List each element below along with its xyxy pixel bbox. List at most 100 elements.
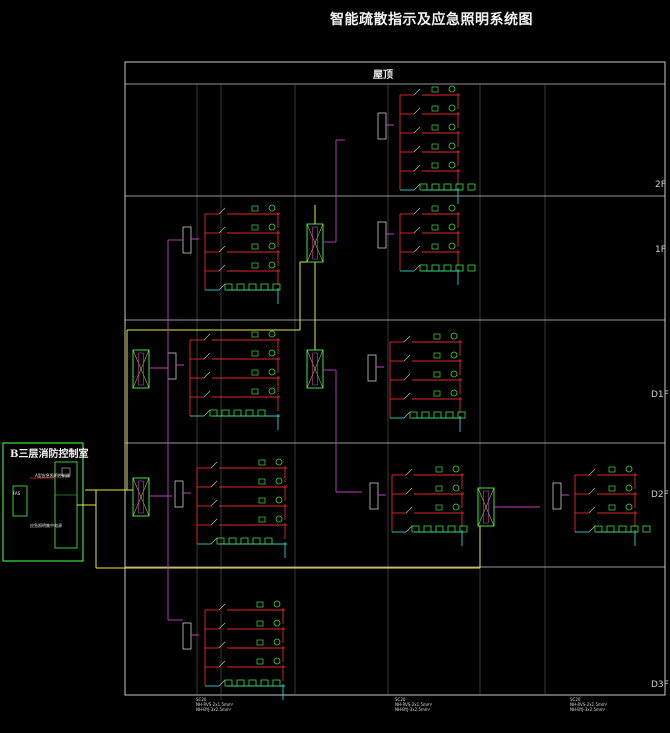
d1f-right-panel-exit-sign-4 bbox=[457, 411, 466, 419]
d2f-mid-panel-lamp-2 bbox=[452, 503, 460, 511]
d3f-panel-exit-sign-2 bbox=[248, 679, 257, 687]
d2f-left-panel-exit-sign-3 bbox=[252, 537, 261, 545]
roof-panel-exit-sign-1 bbox=[431, 183, 440, 191]
d2f-mid-panel-switch-0 bbox=[405, 468, 413, 476]
f1-right-panel-lamp-0 bbox=[448, 204, 456, 212]
d1f-left-panel-switch-0 bbox=[203, 333, 211, 341]
d2f-mid-panel-exit-sign-2 bbox=[435, 525, 444, 533]
cable-note-3: SC20 NH-RVS-2x1.5mm² NH-BYJ-3x2.5mm² bbox=[570, 697, 608, 712]
d1f-left-panel-panel-box bbox=[167, 352, 177, 380]
d2f-right-panel-switch-0 bbox=[588, 468, 596, 476]
d2f-right-panel-lamp-2 bbox=[625, 503, 633, 511]
f1-left-panel-lamp-3 bbox=[268, 261, 276, 269]
d1f-right-cabinet-diag-b bbox=[306, 349, 324, 389]
d2f-right-panel-exit-sign-4 bbox=[642, 525, 651, 533]
f1-left-panel-exit-sign-3 bbox=[260, 283, 269, 291]
d2f-left-panel-switch-2 bbox=[210, 499, 218, 507]
d2f-left-panel-switch-1 bbox=[210, 480, 218, 488]
d1f-right-panel-lamp-3 bbox=[450, 389, 458, 397]
d3f-panel-switch-4 bbox=[218, 679, 226, 687]
d3f-panel-indicator-2 bbox=[256, 639, 264, 646]
f1-left-panel-exit-sign-4 bbox=[272, 283, 281, 291]
d2f-right-panel-lamp-1 bbox=[625, 484, 633, 492]
control-item-controller: A型应急照明控制器 bbox=[35, 473, 70, 478]
d1f-left-panel-indicator-1 bbox=[251, 350, 259, 357]
d1f-right-panel-indicator-2 bbox=[433, 371, 441, 378]
d1f-left-panel-lamp-1 bbox=[268, 349, 276, 357]
power-cabinet-window bbox=[61, 467, 71, 477]
d2f-mid-panel-lamp-0 bbox=[452, 465, 460, 473]
d2f-right-panel-exit-sign-3 bbox=[630, 525, 639, 533]
floor-label-d1f: D1F bbox=[651, 390, 669, 400]
roof-panel-indicator-0 bbox=[431, 86, 439, 93]
d3f-panel-lamp-2 bbox=[273, 638, 281, 646]
d2f-right-panel-indicator-1 bbox=[608, 485, 616, 492]
d1f-left-panel-lamp-0 bbox=[268, 330, 276, 338]
d3f-panel-switch-1 bbox=[218, 622, 226, 630]
control-room-box bbox=[2, 442, 84, 562]
d1f-right-panel-exit-sign-1 bbox=[421, 411, 430, 419]
roof-panel-exit-sign-2 bbox=[443, 183, 452, 191]
f1-right-panel-switch-3 bbox=[413, 264, 421, 272]
d2f-left-cabinet bbox=[132, 477, 150, 517]
roof-panel-exit-sign-4 bbox=[467, 183, 476, 191]
roof-panel-panel-box bbox=[377, 112, 387, 140]
d1f-left-panel-exit-sign-2 bbox=[233, 409, 242, 417]
f1-left-panel-lamp-0 bbox=[268, 204, 276, 212]
f1-left-panel-lamp-1 bbox=[268, 223, 276, 231]
f1-left-panel-exit-sign-0 bbox=[224, 283, 233, 291]
floor-label-d2f: D2F bbox=[651, 490, 669, 500]
d3f-panel-panel-box bbox=[182, 622, 192, 650]
d2f-mid-panel-exit-sign-0 bbox=[411, 525, 420, 533]
roof-panel-lamp-3 bbox=[448, 142, 456, 150]
f1-right-panel-lamp-1 bbox=[448, 223, 456, 231]
d1f-right-panel-panel-box bbox=[367, 354, 377, 382]
f1-left-panel-indicator-0 bbox=[251, 205, 259, 212]
d1f-left-panel-indicator-3 bbox=[251, 388, 259, 395]
f1-left-panel-switch-2 bbox=[218, 245, 226, 253]
d1f-right-panel-switch-0 bbox=[403, 335, 411, 343]
d1f-right-panel-switch-3 bbox=[403, 392, 411, 400]
d3f-panel-exit-sign-3 bbox=[260, 679, 269, 687]
d2f-left-panel-indicator-3 bbox=[258, 516, 266, 523]
d1f-left-cabinet bbox=[132, 349, 150, 389]
d2f-right-panel-switch-3 bbox=[588, 525, 596, 533]
d2f-left-panel-switch-0 bbox=[210, 461, 218, 469]
f1-right-panel-exit-sign-4 bbox=[467, 264, 476, 272]
f1-left-panel-switch-4 bbox=[218, 283, 226, 291]
d1f-right-panel-exit-sign-0 bbox=[409, 411, 418, 419]
d3f-panel-lamp-0 bbox=[273, 600, 281, 608]
d1f-right-panel-lamp-2 bbox=[450, 370, 458, 378]
roof-panel-lamp-0 bbox=[448, 85, 456, 93]
d2f-mid-panel-panel-box bbox=[369, 482, 379, 510]
f1-right-panel-switch-2 bbox=[413, 245, 421, 253]
d2f-left-panel-exit-sign-0 bbox=[216, 537, 225, 545]
d1f-right-panel-switch-4 bbox=[403, 411, 411, 419]
d2f-mid-panel-indicator-0 bbox=[435, 466, 443, 473]
d2f-left-panel-lamp-1 bbox=[275, 477, 283, 485]
d3f-panel-exit-sign-0 bbox=[224, 679, 233, 687]
cable-note-2: SC20 NH-RVS-2x1.5mm² NH-BYJ-3x2.5mm² bbox=[395, 697, 433, 712]
d3f-panel-switch-0 bbox=[218, 603, 226, 611]
d3f-panel-switch-3 bbox=[218, 660, 226, 668]
d1f-right-panel-exit-sign-3 bbox=[445, 411, 454, 419]
f1-right-panel-exit-sign-0 bbox=[419, 264, 428, 272]
d1f-left-panel-indicator-0 bbox=[251, 331, 259, 338]
d2f-mid-panel-switch-2 bbox=[405, 506, 413, 514]
d2f-mid-panel-indicator-2 bbox=[435, 504, 443, 511]
d1f-left-panel-exit-sign-0 bbox=[209, 409, 218, 417]
d3f-panel-lamp-1 bbox=[273, 619, 281, 627]
floor-label-2f: 2F bbox=[655, 180, 666, 190]
f1-right-panel-indicator-0 bbox=[431, 205, 439, 212]
roof-panel-lamp-2 bbox=[448, 123, 456, 131]
d1f-left-panel-exit-sign-3 bbox=[245, 409, 254, 417]
roof-panel-switch-3 bbox=[413, 145, 421, 153]
cable-note-1: SC20 NH-RVS-2x1.5mm² NH-BYJ-3x2.5mm² bbox=[196, 697, 234, 712]
d1f-right-panel-indicator-1 bbox=[433, 352, 441, 359]
d1f-left-panel-exit-sign-4 bbox=[257, 409, 266, 417]
roof-panel-switch-0 bbox=[413, 88, 421, 96]
roof-panel-exit-sign-0 bbox=[419, 183, 428, 191]
floor-label-1f: 1F bbox=[655, 245, 666, 255]
f1-left-panel-indicator-1 bbox=[251, 224, 259, 231]
